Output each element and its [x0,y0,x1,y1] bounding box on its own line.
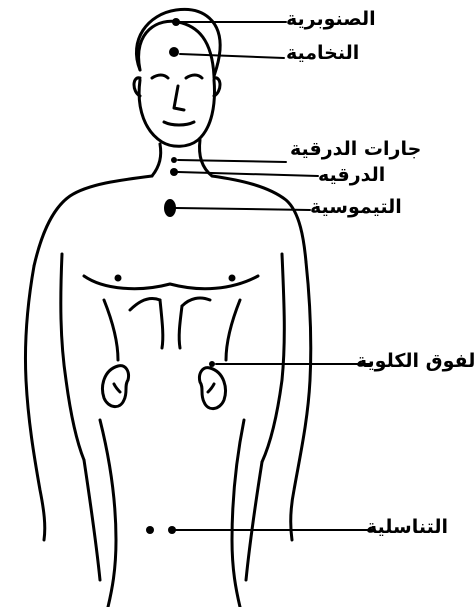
gland-marks [146,18,215,534]
gonad-marker-right [168,526,176,534]
kidney-left [103,366,129,407]
label-thymus: التيموسية [310,198,402,217]
pineal-marker [172,18,180,26]
arms-outline [25,254,310,540]
kidney-right [199,368,225,409]
head-outline [134,9,220,146]
label-pineal: الصنوبرية [286,10,376,29]
gonad-marker-left [146,526,154,534]
adrenal-marker [209,361,215,367]
label-pituitary: النخامية [286,44,359,63]
leader-lines [176,22,372,530]
label-gonads: التناسلية [366,518,448,537]
label-thyroid: الدرقيه [318,166,385,185]
thymus-marker [164,199,176,217]
label-parathyroid: جارات الدرقية [290,140,421,159]
label-adrenal: الفوق الكلوية [356,352,474,371]
torso-outline [84,276,262,607]
nipple-marks [115,275,236,282]
parathyroid-marker [171,157,177,163]
thyroid-marker [170,168,178,176]
pituitary-marker [169,47,179,57]
